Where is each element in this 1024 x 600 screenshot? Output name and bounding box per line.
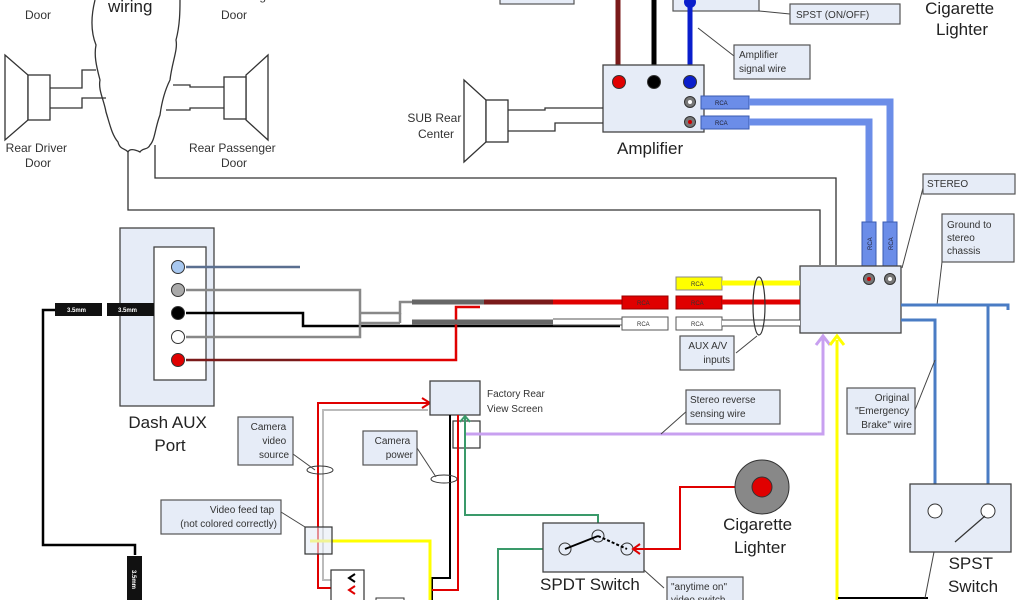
front-passenger-door-label: Front Passenger Door [188,0,280,22]
rca-cable-1 [749,98,894,222]
video-feed-tap-label: Video feed tap (not colored correctly) [180,505,277,530]
spst-onoff-box [672,0,760,12]
aux-jack-gray [171,283,185,297]
wiring-label: wiring [107,0,152,16]
aux-jack-white [171,330,185,344]
aux-av-callout [679,335,735,371]
factory-rear-view-screen [429,380,481,416]
jack-35mm-2 [107,303,154,316]
sub-speaker [463,78,603,164]
anytime-on-label: "anytime on" video switch [671,582,730,600]
rca-red-left [621,295,669,310]
wiring-harness-shape [91,0,181,154]
amp-signal-callout [733,44,811,80]
cigarette-lighter-label: Cigarette Lighter [723,515,797,557]
spst-switch-label: SPST Switch [948,554,998,596]
video-feed-tap-box [304,526,333,555]
ebrake-wire-1 [901,318,937,510]
dash-aux-port-label: Dash AUX Port [128,413,211,455]
video-feed-tap-callout [160,499,282,535]
stereo-label: STEREO [927,179,968,190]
reverse-sensing-wire [466,338,825,436]
amplifier-label: Amplifier [617,139,683,158]
stereo-head-unit [799,265,902,334]
factory-screen-label: Factory Rear View Screen [487,389,548,415]
ground-callout [941,213,1015,263]
aux-jack-black [171,306,185,320]
spdt-switch[interactable] [542,522,645,573]
rear-passenger-speaker [166,53,269,142]
ebrake-wire-2 [901,303,990,510]
rca-white-left [621,316,669,331]
emergency-brake-label: Original "Emergency Brake" wire [855,393,912,431]
camera-video-source-label: Camera video source [251,422,290,461]
svg-text:RCA: RCA [715,121,728,127]
rear-driver-door-label: Rear Driver Door [6,141,71,170]
svg-text:RCA: RCA [691,301,704,307]
amp-signal-label: Amplifier signal wire [739,50,787,75]
camera-power-callout [362,430,418,466]
amplifier [602,64,705,133]
rear-passenger-door-label: Rear Passenger Door [189,141,279,170]
svg-text:3.5mm: 3.5mm [118,308,137,314]
spst-onoff-callout [789,3,901,25]
cigarette-lighter-top-label: Cigarette Lighter [925,0,999,39]
spst-onoff-label: SPST (ON/OFF) [796,10,869,21]
emergency-brake-callout [846,387,916,435]
aux-jack-blue [171,260,185,274]
rear-driver-speaker [4,53,106,142]
sub-rear-center-label: SUB Rear Center [407,111,464,141]
rca-cable-2 [749,118,873,222]
svg-text:3.5mm: 3.5mm [67,308,86,314]
cigarette-lighter [734,459,790,515]
svg-text:RCA: RCA [637,301,650,307]
harness-wire-2 [154,145,837,265]
anytime-on-callout [666,576,744,600]
top-callout-box [499,0,575,5]
jack-35mm-3 [127,556,142,600]
dash-aux-port [119,227,215,407]
svg-text:RCA: RCA [715,101,728,107]
harness-wire-1 [127,152,821,265]
aux-av-inputs-label: AUX A/V inputs [688,341,730,366]
camera-video-callout [237,416,294,466]
front-driver-door-label: Front Driver Door [5,0,72,22]
ground-label: Ground to stereo chassis [947,220,994,257]
svg-text:RCA: RCA [868,237,874,250]
jack-35mm-1 [55,303,102,316]
svg-text:RCA: RCA [889,237,895,250]
spdt-switch-label: SPDT Switch [540,575,640,594]
svg-text:RCA: RCA [637,322,650,328]
camera-power-label: Camera power [375,436,414,461]
reverse-wire-callout [685,389,781,425]
svg-text:RCA: RCA [691,282,704,288]
spst-switch[interactable] [909,483,1012,553]
svg-text:RCA: RCA [691,322,704,328]
reverse-wire-label: Stereo reverse sensing wire [690,395,758,420]
stereo-callout [922,173,1016,195]
aux-jack-red [171,353,185,367]
svg-text:3.5mm: 3.5mm [130,570,136,589]
